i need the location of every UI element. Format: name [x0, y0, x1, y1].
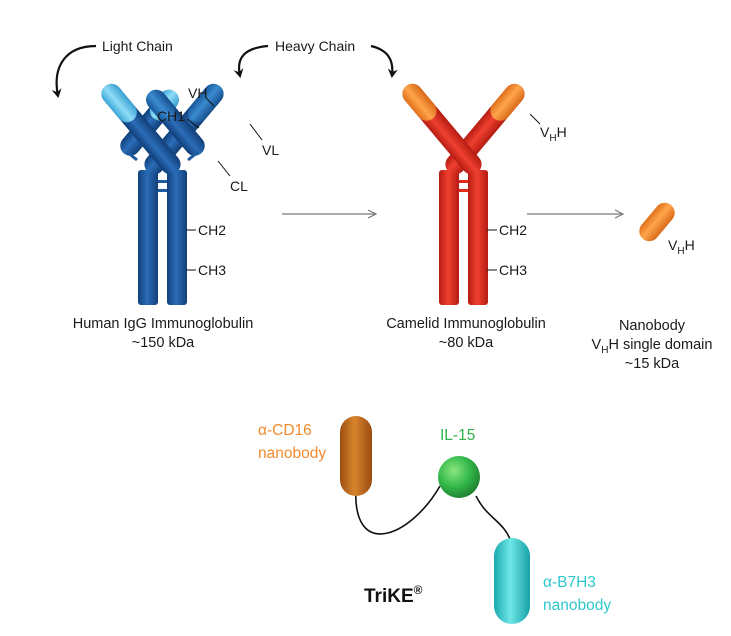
light-chain-arrow: [51, 44, 97, 98]
b7h3-label: α-B7H3: [543, 574, 596, 591]
nanobody-caption-title: Nanobody: [619, 318, 686, 334]
igg-ch2-label: CH2: [198, 222, 226, 238]
light-chain-label: Light Chain: [102, 38, 173, 54]
camelid-caption-title: Camelid Immunoglobulin: [386, 316, 546, 332]
igg-right-heavy-arm: [101, 83, 181, 175]
camelid-ch2-label: CH2: [499, 222, 527, 238]
vh-label: VH: [188, 85, 207, 101]
camelid-caption-weight: ~80 kDa: [439, 335, 494, 351]
cd16-nanobody-shape: [340, 416, 372, 496]
camelid-right-arm: [402, 83, 482, 175]
igg-heavy-chain-arrow: [233, 44, 269, 78]
nanobody-caption-domain: VHH single domain: [592, 337, 713, 356]
cd16-label: α-CD16: [258, 422, 312, 439]
camelid-ch3-label: CH3: [499, 262, 527, 278]
human-igg-antibody: [51, 44, 269, 305]
camelid-heavy-chain-arrow: [370, 44, 398, 78]
igg-caption-title: Human IgG Immunoglobulin: [73, 316, 254, 332]
il15-label: IL-15: [440, 427, 475, 444]
igg-right-light-chain: [146, 89, 205, 156]
vl-label: VL: [262, 142, 279, 158]
il15-sphere: [438, 456, 480, 498]
igg-caption-weight: ~150 kDa: [132, 335, 195, 351]
trike-construct: [340, 416, 530, 624]
camelid-antibody: [370, 44, 541, 305]
ch1-label: CH1: [157, 108, 185, 124]
trike-title: TriKE®: [364, 583, 423, 607]
trike-linker-2: [475, 495, 513, 545]
igg-heavy-stem-left: [138, 170, 158, 305]
igg-heavy-stem-right: [167, 170, 187, 305]
b7h3-nanobody-shape: [494, 538, 530, 624]
cd16-sublabel: nanobody: [258, 445, 326, 462]
heavy-chain-label: Heavy Chain: [275, 38, 355, 54]
nanobody-vhh: [639, 202, 675, 242]
cl-label: CL: [230, 178, 248, 194]
nanobody-caption-weight: ~15 kDa: [625, 356, 680, 372]
nanobody-vhh-label: VHH: [668, 237, 695, 257]
trike-linker-1: [355, 485, 441, 535]
b7h3-sublabel: nanobody: [543, 597, 611, 614]
igg-ch3-label: CH3: [198, 262, 226, 278]
camelid-vhh-label: VHH: [540, 124, 567, 144]
